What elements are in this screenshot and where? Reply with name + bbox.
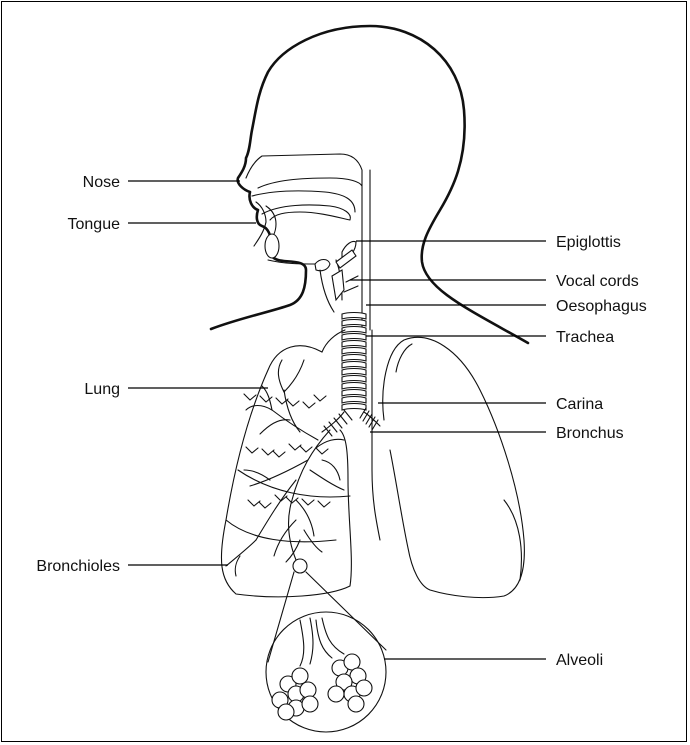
label-trachea: Trachea (556, 329, 614, 346)
label-bronchus: Bronchus (556, 425, 624, 442)
label-carina: Carina (556, 396, 603, 413)
label-epiglottis: Epiglottis (556, 234, 621, 251)
label-tongue: Tongue (68, 216, 121, 233)
label-bronchioles: Bronchioles (36, 558, 120, 575)
left-lung-outline (221, 330, 351, 597)
trachea (322, 313, 380, 437)
bronchial-tree (226, 360, 344, 576)
label-oesophagus: Oesophagus (556, 298, 647, 315)
label-alveoli: Alveoli (556, 652, 603, 669)
larynx (315, 241, 358, 312)
alveoli-magnifier (266, 559, 386, 732)
label-nose: Nose (83, 174, 120, 191)
label-vocal-cords: Vocal cords (556, 273, 639, 290)
labels: Nose Tongue Epiglottis Vocal cords Oesop… (36, 174, 646, 669)
label-lung: Lung (84, 381, 120, 398)
right-lung-outline (372, 330, 524, 598)
